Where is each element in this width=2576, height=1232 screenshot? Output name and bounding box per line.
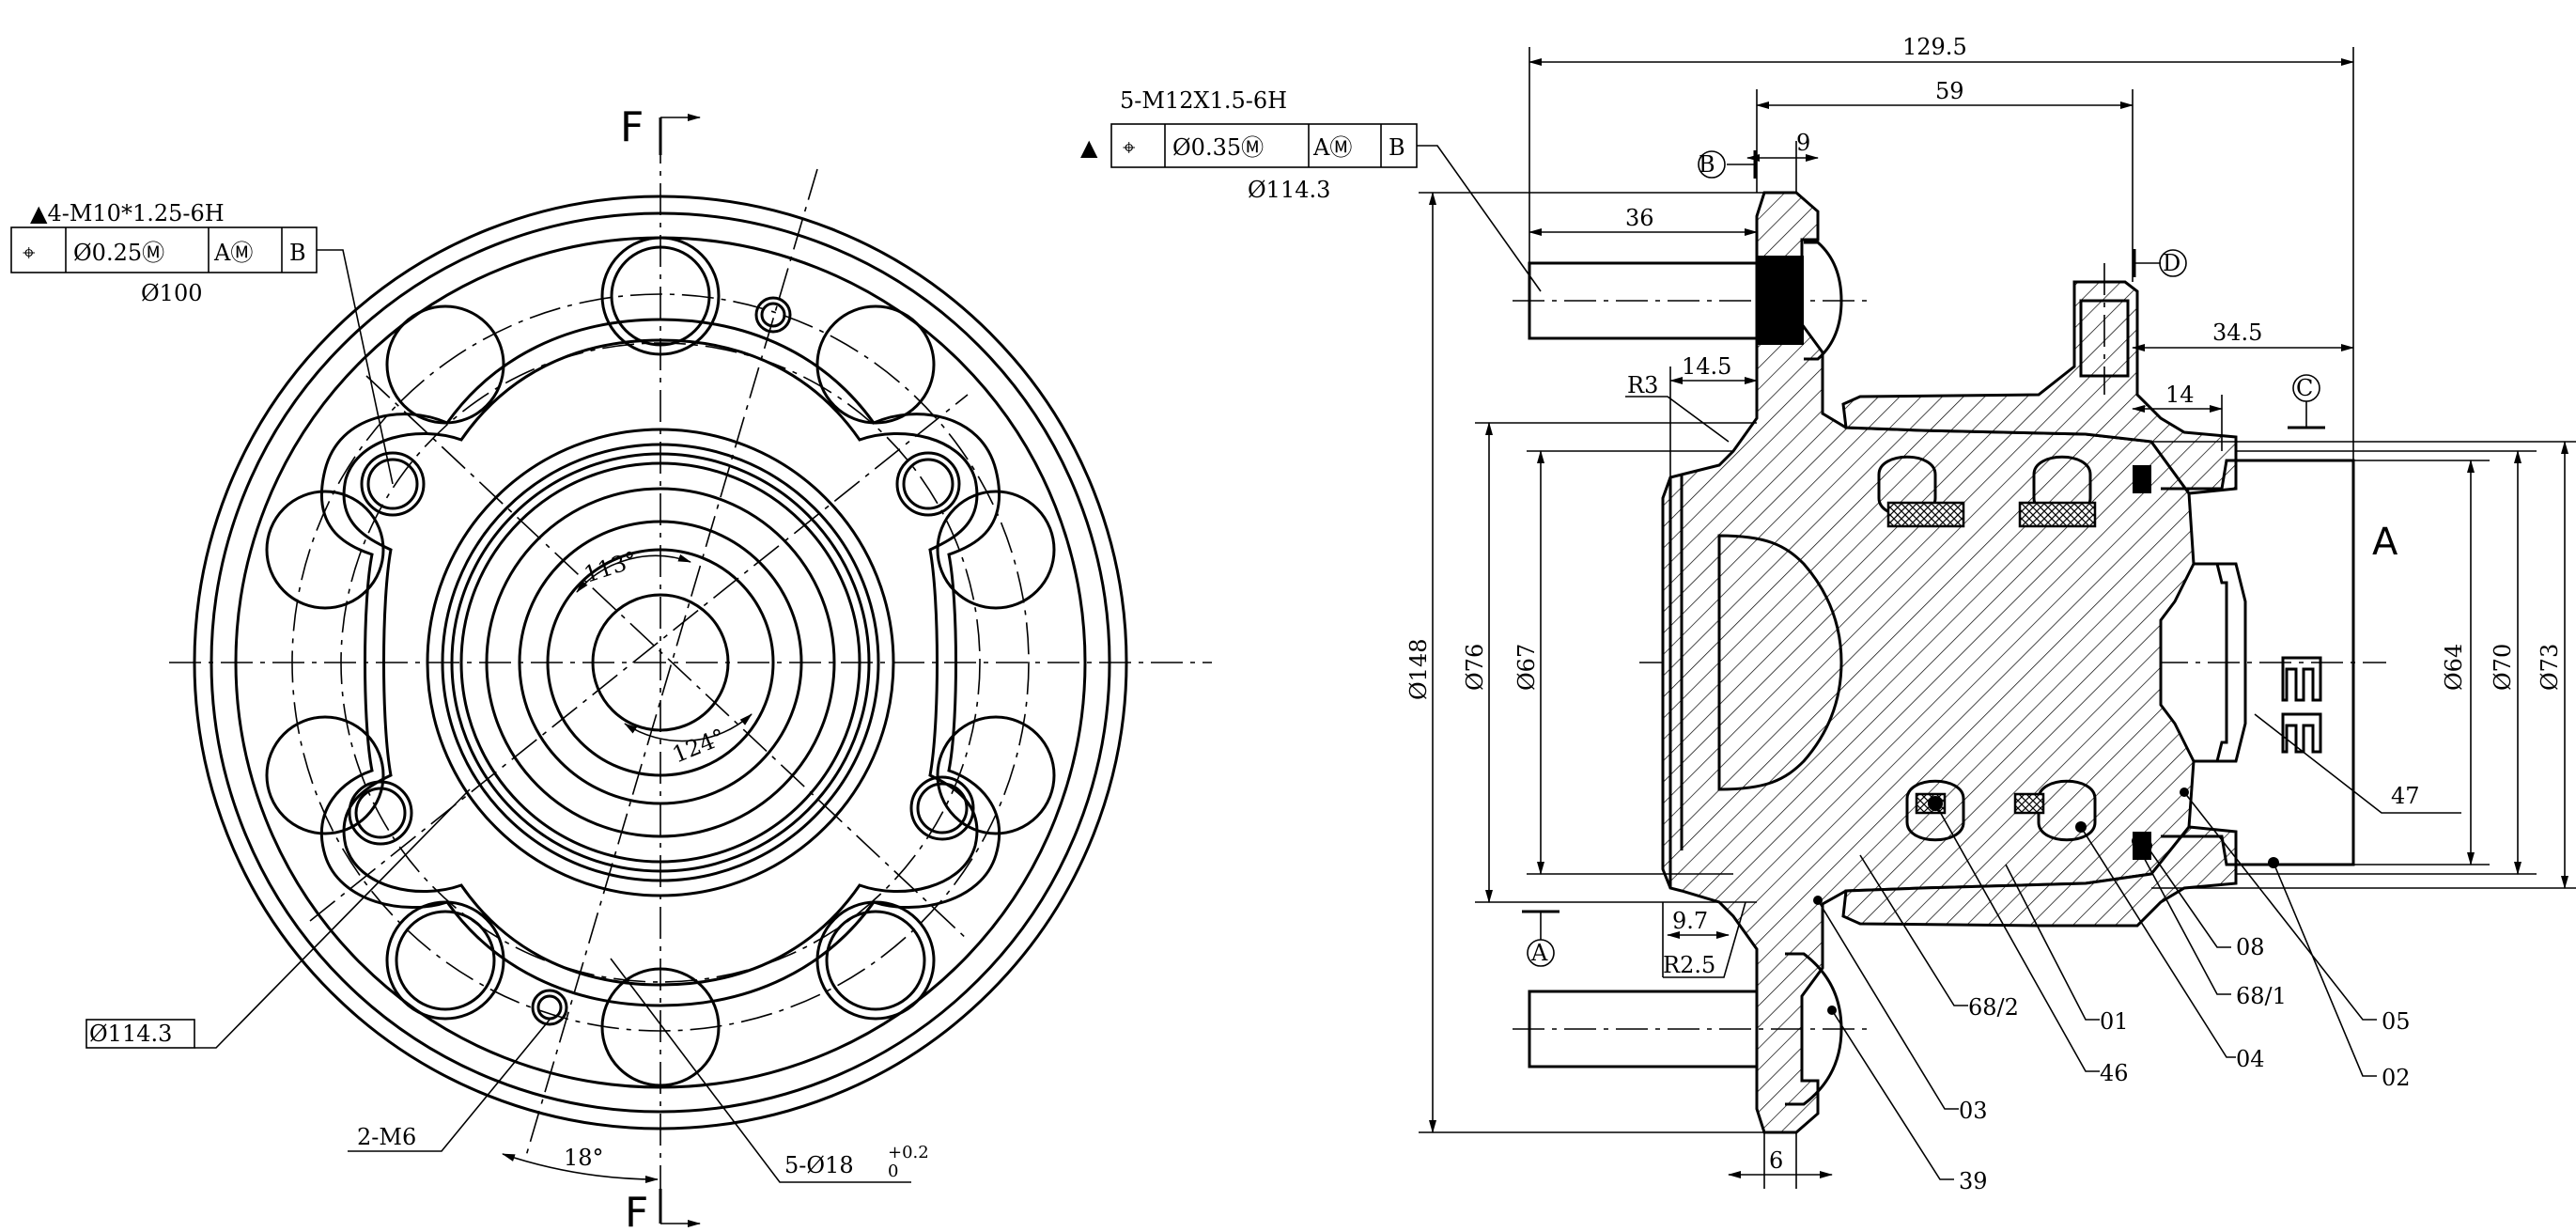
part-04: 04 <box>2236 1046 2265 1072</box>
angle-113: 113° <box>581 546 641 587</box>
part-68-2: 68/2 <box>1968 994 2019 1021</box>
part-05: 05 <box>2382 1008 2411 1035</box>
m6-note: 2-M6 <box>357 1124 416 1150</box>
radius-r3: R3 <box>1627 372 1658 398</box>
dia-73: Ø73 <box>2537 644 2563 691</box>
part-46: 46 <box>2100 1060 2129 1086</box>
m6-holes <box>531 296 792 1026</box>
sensor-symbol <box>2281 656 2322 702</box>
dim-36: 36 <box>1625 205 1654 231</box>
angle-124: 124° <box>669 724 729 769</box>
part-01: 01 <box>2100 1008 2129 1035</box>
hub-bore <box>426 428 895 897</box>
bearing-balls-top <box>1877 455 2097 528</box>
pcd-100-label: Ø100 <box>141 280 202 306</box>
svg-text:B: B <box>289 240 306 266</box>
svg-text:B: B <box>1389 134 1405 161</box>
dia-76: Ø76 <box>1462 644 1488 691</box>
flange-face <box>1668 475 1684 888</box>
tolerance-frame-right: ▲ ⌖ Ø0.35Ⓜ AⓂ B <box>1080 123 1418 168</box>
thread-note-m12: 5-M12X1.5-6H <box>1120 87 1287 114</box>
view-label-a: A <box>2372 521 2398 564</box>
section-mark-top: F <box>620 103 644 151</box>
outer-rim-circle <box>193 195 1128 1131</box>
thread-note-m10: ▲4-M10*1.25-6H <box>30 200 225 226</box>
tolerance-frame-left: ⌖ Ø0.25Ⓜ AⓂ B <box>10 226 318 273</box>
part-39: 39 <box>1959 1168 1988 1194</box>
dim-14: 14 <box>2165 382 2195 408</box>
dia-64: Ø64 <box>2441 644 2467 691</box>
section-view: A 129.5 59 9 B 36 14.5 R3 D <box>1080 34 2576 1194</box>
datum-b-mark: B <box>1699 151 1715 178</box>
wheel-stud-top <box>1513 241 1870 361</box>
outer-race-bottom <box>1841 825 2238 928</box>
bolt-hole-tol-upper: +0.2 <box>888 1143 929 1162</box>
bolt-hole-note: 5-Ø18 <box>784 1152 854 1178</box>
section-line-f <box>525 168 818 1157</box>
svg-text:Ø0.35Ⓜ: Ø0.35Ⓜ <box>1172 134 1264 161</box>
part-47: 47 <box>2391 783 2420 809</box>
flange-outline-inner <box>342 338 979 987</box>
part-03: 03 <box>1959 1098 1988 1124</box>
dim-9: 9 <box>1796 130 1810 156</box>
outer-race-top <box>1841 280 2238 495</box>
part-08: 08 <box>2236 934 2265 960</box>
m10-bolt-holes <box>348 451 975 846</box>
part-68-1: 68/1 <box>2236 983 2287 1009</box>
part-02: 02 <box>2382 1065 2411 1091</box>
diagonal-centerline-1 <box>309 394 969 922</box>
diagonal-centerline-2 <box>365 375 969 941</box>
pcd-114-circle <box>291 293 1030 1032</box>
lightening-holes <box>265 236 1056 1087</box>
pcd-114-label: Ø114.3 <box>89 1021 172 1047</box>
dim-14-5: 14.5 <box>1682 353 1731 380</box>
dim-6: 6 <box>1769 1147 1783 1174</box>
bolt-hole-tol-lower: 0 <box>888 1162 898 1181</box>
svg-text:⌖: ⌖ <box>23 240 36 266</box>
pcd-label-right: Ø114.3 <box>1248 177 1330 203</box>
datum-d-mark: D <box>2163 250 2180 276</box>
front-view: F F 113° 124° 18° ▲4-M10*1.25-6H ⌖ Ø0.25… <box>10 103 1212 1232</box>
svg-text:AⓂ: AⓂ <box>213 240 253 266</box>
wheel-stud-bottom <box>1513 952 1870 1106</box>
angle-18: 18° <box>564 1145 604 1171</box>
section-mark-bottom: F <box>625 1189 648 1232</box>
dim-9-7: 9.7 <box>1672 908 1708 934</box>
dia-148: Ø148 <box>1405 639 1432 700</box>
dim-59: 59 <box>1935 78 1964 104</box>
dim-129-5: 129.5 <box>1902 34 1967 60</box>
dia-67: Ø67 <box>1513 644 1540 691</box>
svg-text:AⓂ: AⓂ <box>1312 134 1352 161</box>
svg-text:⌖: ⌖ <box>1123 134 1136 161</box>
datum-c-mark: C <box>2296 375 2313 401</box>
svg-text:Ø0.25Ⓜ: Ø0.25Ⓜ <box>73 240 164 266</box>
dim-34-5: 34.5 <box>2212 320 2262 346</box>
radius-r2-5: R2.5 <box>1663 952 1715 978</box>
svg-text:▲: ▲ <box>1080 134 1098 161</box>
outer-rim-inner-circle <box>209 211 1111 1114</box>
datum-a-mark: A <box>1530 940 1548 966</box>
dia-70: Ø70 <box>2490 644 2516 691</box>
pcd-100-circle <box>340 342 981 983</box>
flange-outline <box>319 318 1001 1007</box>
